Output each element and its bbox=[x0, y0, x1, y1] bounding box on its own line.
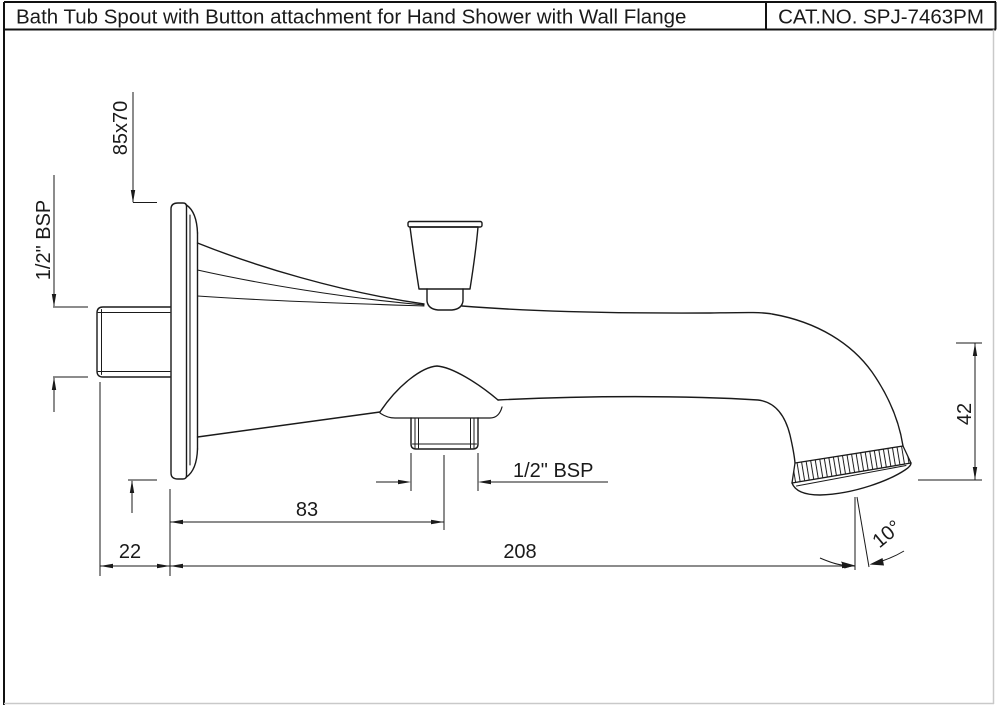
dim-outlet-thread bbox=[376, 453, 608, 491]
spout-mouth bbox=[791, 445, 912, 496]
dimension-arrows bbox=[51, 190, 978, 569]
label-flange-size: 85x70 bbox=[110, 101, 132, 156]
wall-flange bbox=[170, 202, 199, 480]
dim-angle bbox=[819, 496, 905, 570]
diverter-button bbox=[407, 220, 483, 311]
spout-outline bbox=[96, 202, 912, 496]
dimension-lines bbox=[53, 92, 982, 576]
inlet-pipe bbox=[96, 306, 171, 378]
dim-22-208 bbox=[99, 382, 855, 576]
label-83: 83 bbox=[296, 499, 318, 521]
catalog-number: CAT.NO. SPJ-7463PM bbox=[778, 6, 984, 29]
doc-title: Bath Tub Spout with Button attachment fo… bbox=[16, 6, 686, 29]
spout-underside-right bbox=[497, 395, 796, 464]
sheet-frame bbox=[3, 1, 997, 705]
diverter-dome bbox=[379, 365, 503, 419]
label-42: 42 bbox=[954, 403, 976, 425]
label-outlet-thread: 1/2" BSP bbox=[513, 460, 593, 482]
label-208: 208 bbox=[503, 541, 536, 563]
spout-underside-left bbox=[196, 411, 381, 438]
spout-top-edge bbox=[461, 305, 904, 447]
page-edge bbox=[4, 29, 995, 705]
dim-42 bbox=[918, 342, 982, 481]
label-inlet-thread: 1/2" BSP bbox=[33, 200, 55, 280]
dim-83 bbox=[169, 455, 445, 576]
spout-body-curves bbox=[196, 242, 425, 307]
label-22: 22 bbox=[119, 541, 141, 563]
outlet-nipple bbox=[410, 417, 479, 450]
